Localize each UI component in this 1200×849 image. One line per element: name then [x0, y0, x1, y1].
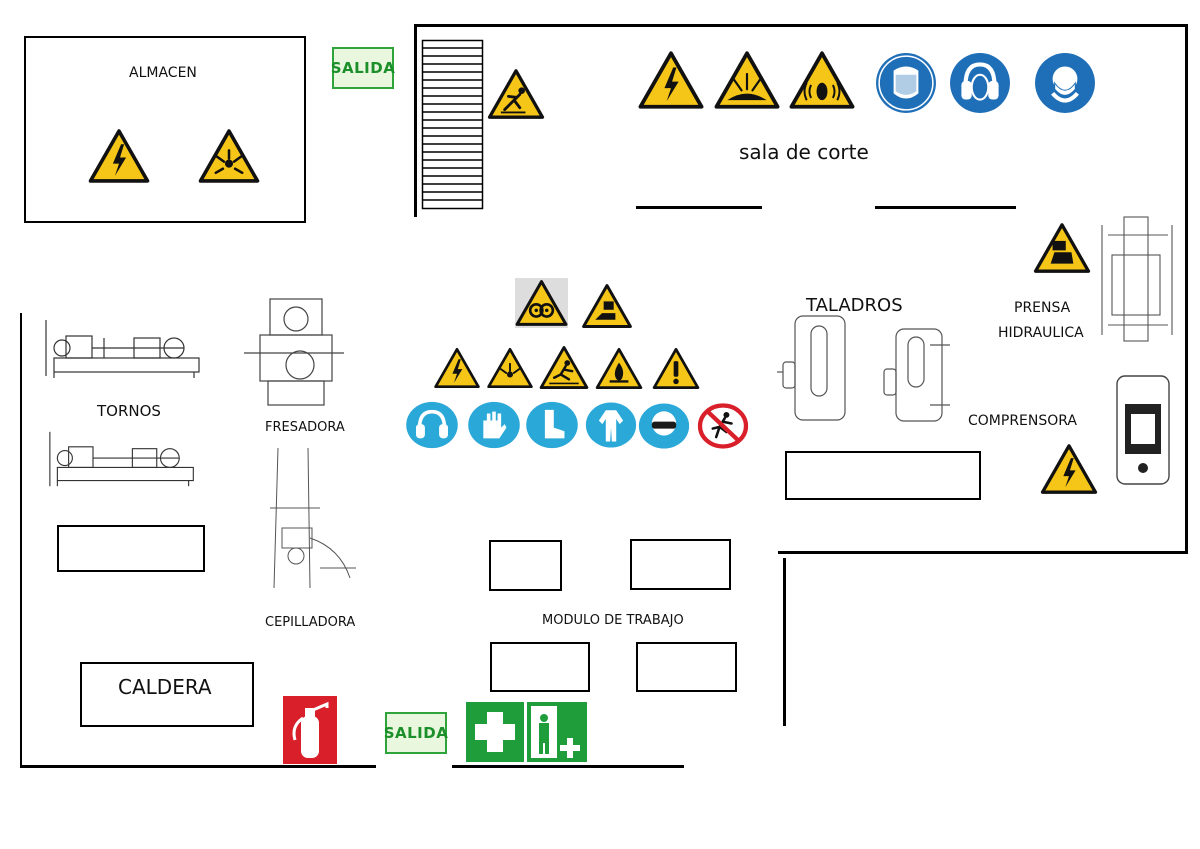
first-aid-icon	[466, 702, 524, 762]
almacen-label: ALMACEN	[129, 65, 197, 81]
wall-bottom-right	[452, 765, 684, 768]
tornos-label: TORNOS	[97, 402, 161, 420]
prensa-label-line2: HIDRAULICA	[998, 325, 1084, 341]
exit-sign-top: SALIDA	[331, 47, 395, 89]
hand-crush-icon	[1033, 223, 1091, 273]
work-module-1	[489, 540, 562, 591]
fall-hazard-icon	[487, 69, 545, 119]
fresadora-label: FRESADORA	[265, 420, 345, 435]
explosive-hazard-icon	[198, 129, 260, 183]
cepilladora-label: CEPILLADORA	[265, 615, 356, 630]
wall-bottom-left	[20, 765, 376, 768]
electrical-hazard-icon	[1040, 444, 1098, 494]
projectile-hazard-icon	[714, 51, 780, 109]
lathe-drawing	[45, 320, 200, 378]
caldera-label: CALDERA	[118, 675, 212, 699]
explosive-hazard-icon	[487, 347, 533, 389]
electrical-hazard-icon	[638, 51, 704, 109]
ear-protection-icon	[950, 53, 1010, 113]
wall-corte-partition-2	[875, 206, 1016, 209]
fire-hazard-icon	[595, 347, 643, 390]
goggles-icon	[638, 403, 690, 449]
mask-icon	[1035, 53, 1095, 113]
fire-extinguisher-icon	[283, 696, 337, 764]
ear-protection-icon	[406, 401, 458, 449]
electrical-hazard-icon	[434, 347, 480, 389]
work-module-3	[490, 642, 590, 692]
face-shield-icon	[876, 53, 936, 113]
wall-corte-top	[414, 24, 1188, 27]
stairs	[421, 39, 484, 210]
compresora-label: COMPRENSORA	[968, 413, 1078, 429]
prensa-label-line1: PRENSA	[1014, 300, 1071, 316]
gloves-icon	[468, 401, 520, 449]
gear-entanglement-icon	[515, 280, 568, 326]
almacen-room	[24, 36, 306, 223]
modulo-label: MODULO DE TRABAJO	[542, 613, 684, 628]
caldera-room	[80, 662, 254, 727]
overalls-icon	[585, 402, 637, 448]
drill-press-drawing	[777, 315, 846, 421]
sala-corte-label: sala de corte	[739, 140, 869, 164]
safety-boots-icon	[526, 401, 578, 449]
wall-corte-left	[414, 24, 417, 217]
emergency-shower-icon	[527, 702, 587, 762]
drill-press-drawing	[883, 328, 950, 422]
hand-crush-icon	[582, 284, 632, 328]
work-module-2	[630, 539, 731, 590]
compressor-drawing	[1116, 375, 1170, 485]
planer-drawing	[270, 448, 356, 588]
work-module-4	[636, 642, 737, 692]
wall-corte-bottom	[778, 551, 1188, 554]
slip-hazard-icon	[539, 346, 589, 389]
wall-left	[20, 313, 22, 766]
hydraulic-press-drawing	[1101, 216, 1173, 342]
general-warning-icon	[652, 347, 700, 390]
milling-machine-drawing	[244, 298, 344, 406]
noise-hazard-icon	[789, 51, 855, 109]
no-running-icon	[697, 403, 749, 449]
electrical-hazard-icon	[88, 129, 150, 183]
tornos-workbench	[57, 525, 205, 572]
exit-sign-bottom: SALIDA	[384, 712, 448, 754]
taladros-workbench	[785, 451, 981, 500]
lathe-drawing	[49, 431, 194, 487]
wall-inner-vertical	[783, 558, 786, 726]
wall-corte-partition-1	[636, 206, 762, 209]
wall-corte-right	[1185, 24, 1188, 554]
taladros-label: TALADROS	[806, 295, 903, 316]
